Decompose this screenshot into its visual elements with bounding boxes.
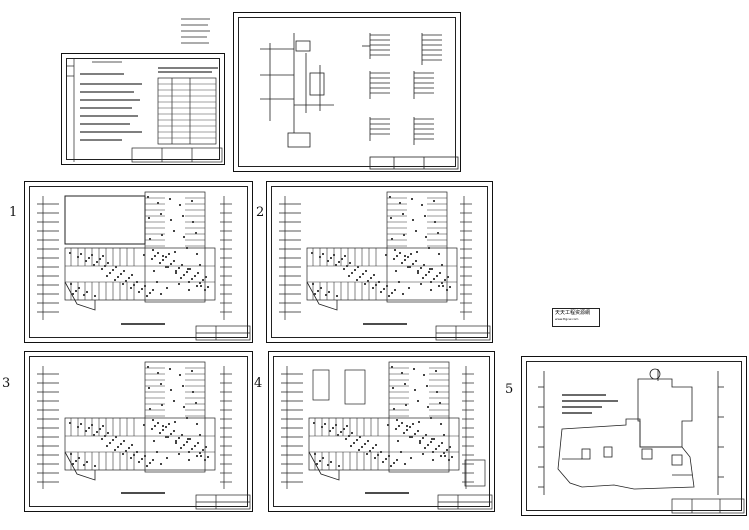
sheet-border xyxy=(526,361,742,511)
plan-5-drawing xyxy=(538,368,745,514)
sheet-design-notes[interactable] xyxy=(61,53,225,165)
sheet-border xyxy=(271,186,488,338)
sheet-number-2: 2 xyxy=(256,205,265,220)
sheet-number-3: 3 xyxy=(2,376,11,391)
stamp-url: www.ttgcw.com xyxy=(555,317,579,321)
sheet-floor-plan-4[interactable] xyxy=(268,351,495,512)
sheet-border xyxy=(273,356,490,507)
notes-drawing xyxy=(66,58,223,163)
plan-drawing xyxy=(37,361,251,510)
plan-drawing xyxy=(37,191,251,341)
sheet-floor-plan-2[interactable] xyxy=(266,181,493,343)
sheet-number-1: 1 xyxy=(9,205,18,220)
sheet-border xyxy=(29,356,248,507)
system-diagram-drawing xyxy=(260,33,459,170)
sheet-border xyxy=(238,17,456,167)
plan-drawing xyxy=(281,361,493,510)
sheet-floor-plan-5[interactable] xyxy=(521,356,747,516)
plan-drawing xyxy=(279,191,491,341)
sheet-number-4: 4 xyxy=(254,376,263,391)
sheet-border xyxy=(29,186,248,338)
sheet-border xyxy=(66,58,220,160)
stamp-title: 天天工程资源網 xyxy=(555,310,591,316)
sheet-floor-plan-1[interactable] xyxy=(24,181,253,343)
watermark-stamp: 天天工程资源網 www.ttgcw.com xyxy=(552,308,600,327)
sheet-floor-plan-3[interactable] xyxy=(24,351,253,512)
sheet-system-diagram[interactable] xyxy=(233,12,461,172)
sheet-number-5: 5 xyxy=(505,382,514,397)
